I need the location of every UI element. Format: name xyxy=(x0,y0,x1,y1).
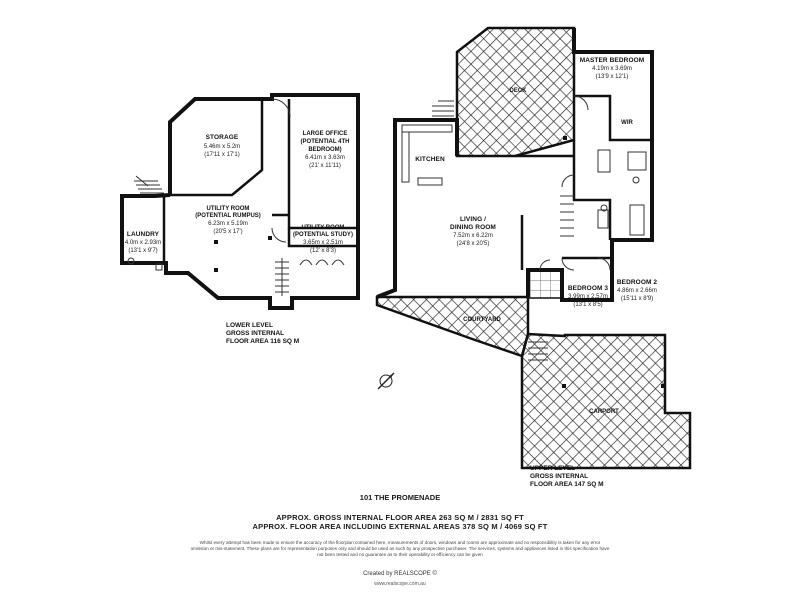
vanity-icon xyxy=(597,209,609,229)
column-post xyxy=(214,240,218,244)
laundry-dim-m: 4.0m x 2.93m xyxy=(125,240,161,246)
office-name-1: LARGE OFFICE xyxy=(303,131,348,137)
living-name-1: LIVING / xyxy=(460,216,486,223)
toilet-icon xyxy=(632,176,640,184)
upper-level: MASTER BEDROOM 4.19m x 3.69m (13'9 x 12'… xyxy=(375,26,692,488)
drain-icon xyxy=(127,257,135,265)
address: 101 THE PROMENADE xyxy=(359,493,441,502)
kitchen-label: KITCHEN xyxy=(415,156,445,163)
wall xyxy=(170,99,264,197)
office-name-2: (POTENTIAL 4TH xyxy=(301,139,350,145)
door-swing xyxy=(539,259,551,271)
shower-icon xyxy=(627,151,647,171)
bedroom2-name: BEDROOM 2 xyxy=(617,279,658,286)
living-dim-m: 7.52m x 6.22m xyxy=(453,233,493,239)
wall xyxy=(572,140,612,240)
door-swing xyxy=(271,227,287,243)
office-dim-m: 6.41m x 3.63m xyxy=(305,155,345,161)
kitchen-island xyxy=(417,177,443,186)
storage-dim-m: 5.46m x 5.2m xyxy=(204,144,240,150)
laundry-name: LAUNDRY xyxy=(127,231,160,238)
upper-level-line2: GROSS INTERNAL xyxy=(530,473,588,480)
column-post xyxy=(661,384,665,388)
laundry-dim-ft: (13'1 x 9'7) xyxy=(128,248,157,254)
lower-level-line2: GROSS INTERNAL xyxy=(226,330,284,337)
utility-study-dim-ft: (12' x 8'3) xyxy=(310,248,336,254)
lower-level: STORAGE 5.46m x 5.2m (17'11 x 17'1) LARG… xyxy=(120,93,360,345)
bedroom3-dim-m: 3.99m x 2.57m xyxy=(568,294,608,300)
carport-area xyxy=(520,332,692,470)
deck-label: DECK xyxy=(509,88,527,94)
deck-stair xyxy=(432,100,454,117)
bathtub-icon xyxy=(629,204,645,236)
office-dim-ft: (21' x 11'11) xyxy=(309,163,341,169)
utility-main-name-1: UTILITY ROOM xyxy=(207,206,250,212)
carport-stair xyxy=(528,341,548,361)
storage-dim-ft: (17'11 x 17'1) xyxy=(204,152,240,158)
tub-icon xyxy=(155,263,163,271)
disclaimer: Whilst every attempt has been made to en… xyxy=(190,540,610,557)
door-swing xyxy=(561,174,575,188)
kitchen-counter xyxy=(401,124,453,133)
credit: Created by REALSCOPE © xyxy=(363,571,437,577)
bedroom3-name: BEDROOM 3 xyxy=(568,285,609,292)
master-bedroom-dim-ft: (13'9 x 12'1) xyxy=(596,74,629,80)
lower-stair xyxy=(134,175,164,194)
door-swing xyxy=(573,95,589,111)
upper-stair xyxy=(560,195,574,237)
study-doors xyxy=(299,259,345,266)
wall xyxy=(287,228,358,248)
shower-icon xyxy=(597,149,611,173)
utility-study-dim-m: 3.65m x 2.51m xyxy=(303,240,343,246)
area-gross-internal: APPROX. GROSS INTERNAL FLOOR AREA 263 SQ… xyxy=(276,513,524,522)
upper-level-outline xyxy=(376,118,459,299)
website: www.realscope.com.au xyxy=(374,581,426,587)
lower-level-outline xyxy=(120,93,360,310)
door-swing xyxy=(597,257,611,271)
master-bedroom-dim-m: 4.19m x 3.69m xyxy=(592,66,632,72)
kitchen-counter xyxy=(401,131,410,183)
utility-study-name-2: (POTENTIAL STUDY) xyxy=(293,232,353,238)
door-swing xyxy=(561,257,575,271)
utility-main-dim-m: 6.23m x 5.19m xyxy=(208,221,248,227)
utility-study-name-1: UTILITY ROOM xyxy=(302,225,345,231)
door-swing xyxy=(271,98,291,118)
upper-level-outline-east xyxy=(526,28,654,302)
courtyard-label: COURTYARD xyxy=(463,317,501,323)
master-bedroom-name: MASTER BEDROOM xyxy=(580,57,645,64)
internal-stair xyxy=(275,258,289,296)
column-post xyxy=(563,136,567,140)
carport-label: CARPORT xyxy=(589,409,619,415)
lower-level-line1: LOWER LEVEL xyxy=(226,322,273,329)
bedroom3-dim-ft: (13'1 x 8'5) xyxy=(573,302,602,308)
upper-level-line1: UPPER LEVEL xyxy=(530,465,575,472)
living-name-2: DINING ROOM xyxy=(450,224,496,231)
wall xyxy=(574,94,652,142)
compass-icon xyxy=(377,372,395,390)
area-including-external: APPROX. FLOOR AREA INCLUDING EXTERNAL AR… xyxy=(252,522,548,531)
office-name-3: BEDROOM) xyxy=(308,147,341,153)
courtyard-area xyxy=(375,295,530,358)
storage-name: STORAGE xyxy=(206,134,239,141)
column-post xyxy=(214,268,218,272)
utility-main-name-2: (POTENTIAL RUMPUS) xyxy=(195,213,261,219)
column-post xyxy=(268,236,272,240)
bedroom2-dim-m: 4.86m x 2.66m xyxy=(617,288,657,294)
wir-label: WIR xyxy=(621,120,633,126)
upper-level-line3: FLOOR AREA 147 SQ M xyxy=(530,481,604,488)
living-dim-ft: (24'8 x 20'5) xyxy=(457,241,490,247)
courtyard-paving xyxy=(527,269,563,299)
toilet-icon xyxy=(600,204,608,212)
column-post xyxy=(562,384,566,388)
lower-level-line3: FLOOR AREA 116 SQ M xyxy=(226,338,299,345)
bedroom2-dim-ft: (15'11 x 8'9) xyxy=(621,296,653,302)
utility-main-dim-ft: (20'5 x 17') xyxy=(213,229,242,235)
